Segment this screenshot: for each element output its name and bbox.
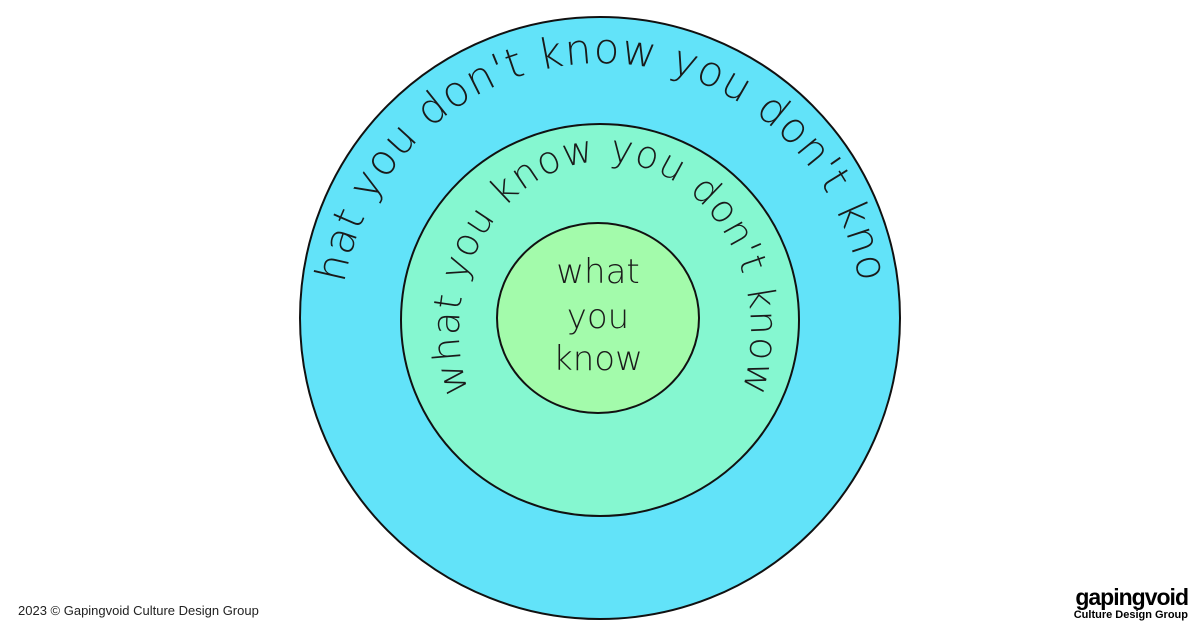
inner-label-line-2: you xyxy=(567,297,629,337)
brand-logo: gapingvoid Culture Design Group xyxy=(1073,584,1189,621)
brand-tagline: Culture Design Group xyxy=(1073,609,1188,621)
inner-label-line-1: what xyxy=(556,252,640,292)
brand-name: gapingvoid xyxy=(1075,584,1189,610)
inner-circle xyxy=(496,222,700,414)
copyright-notice: 2023 © Gapingvoid Culture Design Group xyxy=(18,603,259,618)
inner-label-line-3: know xyxy=(553,339,643,379)
